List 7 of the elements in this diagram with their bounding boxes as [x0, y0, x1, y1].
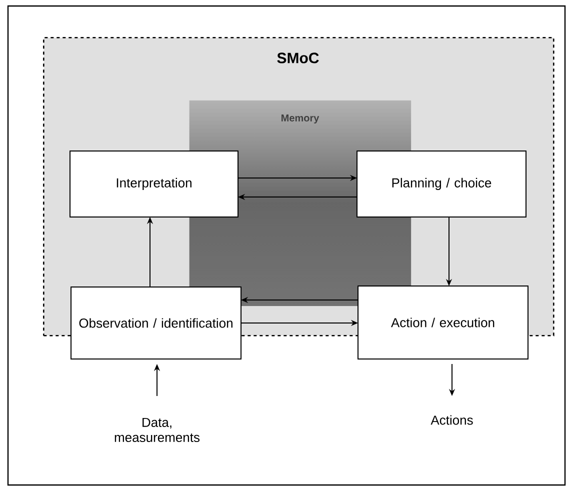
memory-area: Memory — [282, 114, 320, 124]
process-box: Planning / choice — [356, 150, 526, 218]
process-box: Interpretation — [70, 150, 238, 218]
input-label: Data, measurements — [114, 418, 200, 442]
process-box: Action / execution — [358, 285, 528, 360]
output-label: Actions — [430, 415, 473, 425]
process-box: Observation / identification — [70, 286, 242, 360]
